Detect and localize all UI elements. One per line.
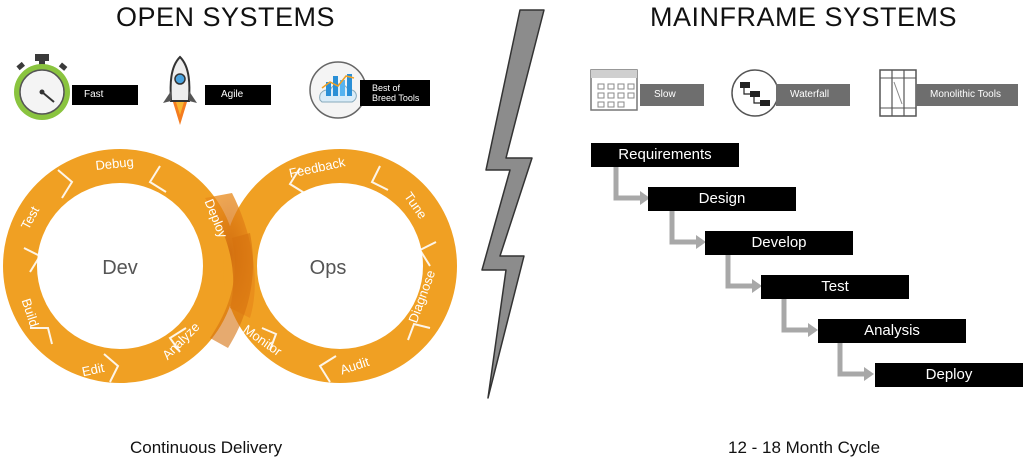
fast-label: Fast bbox=[72, 85, 138, 105]
rocket-icon bbox=[160, 55, 200, 132]
month-cycle-caption: 12 - 18 Month Cycle bbox=[728, 438, 881, 457]
step-design: Design bbox=[648, 187, 796, 211]
agile-label: Agile bbox=[205, 85, 271, 105]
waterfall-icon bbox=[730, 68, 780, 123]
waterfall-connectors bbox=[600, 150, 900, 395]
slow-label: Slow bbox=[640, 84, 704, 106]
monolithic-tools-label: Monolithic Tools bbox=[916, 84, 1018, 106]
step-test: Test bbox=[761, 275, 909, 299]
mainframe-systems-title: MAINFRAME SYSTEMS bbox=[650, 2, 958, 32]
stage-debug: Debug bbox=[95, 154, 135, 173]
ops-center-label: Ops bbox=[310, 257, 347, 279]
dev-ring bbox=[3, 149, 237, 383]
dev-center-label: Dev bbox=[102, 257, 138, 279]
stage-edit: Edit bbox=[81, 360, 106, 379]
stopwatch-icon bbox=[10, 52, 74, 129]
waterfall-label: Waterfall bbox=[776, 84, 850, 106]
best-of-breed-label: Best of Breed Tools bbox=[360, 80, 430, 106]
step-analysis: Analysis bbox=[818, 319, 966, 343]
monolith-icon bbox=[878, 68, 918, 123]
dev-ops-infinity-loop: Dev Ops Debug Deploy Test Build Edit Ana… bbox=[0, 138, 470, 403]
open-systems-title: OPEN SYSTEMS bbox=[116, 2, 336, 32]
step-requirements: Requirements bbox=[591, 143, 739, 167]
calendar-icon bbox=[590, 66, 640, 117]
lightning-bolt-divider bbox=[480, 8, 560, 405]
step-develop: Develop bbox=[705, 231, 853, 255]
cloud-chart-icon bbox=[308, 60, 368, 125]
step-deploy: Deploy bbox=[875, 363, 1023, 387]
continuous-delivery-caption: Continuous Delivery bbox=[130, 438, 283, 457]
